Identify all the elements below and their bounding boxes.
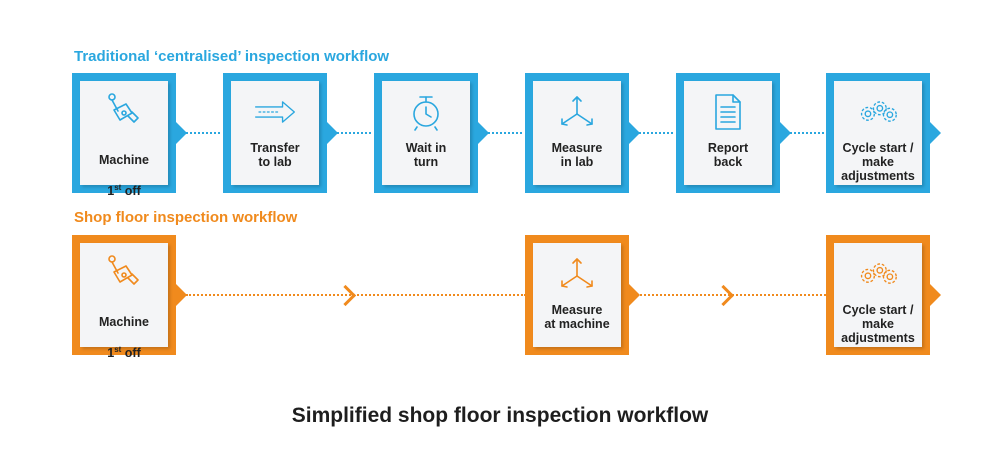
- step-label-line2-rest: off: [121, 184, 141, 199]
- connector: [337, 132, 371, 134]
- step-card: Transfer to lab: [231, 81, 319, 185]
- step-pointer: [629, 284, 640, 306]
- step-pointer: [176, 284, 187, 306]
- step-pointer: [176, 122, 187, 144]
- step-label: Measure in lab: [551, 141, 603, 169]
- shop-floor-step-machine-first-off: Machine 1st off: [72, 235, 187, 360]
- connector: [488, 132, 522, 134]
- step-pointer: [930, 122, 941, 144]
- step-card: Cycle start / make adjustments: [834, 243, 922, 347]
- connector: [640, 294, 826, 296]
- step-label: Report back: [707, 141, 749, 169]
- step-card: Wait in turn: [382, 81, 470, 185]
- robot-arm-icon: [103, 91, 145, 131]
- step-label: Machine 1st off: [99, 301, 149, 360]
- robot-arm-icon: [103, 253, 145, 293]
- connector: [186, 132, 220, 134]
- step-card: Measure in lab: [533, 81, 621, 185]
- step-pointer: [327, 122, 338, 144]
- step-label: Measure at machine: [544, 303, 610, 331]
- shop-floor-step-measure-at-machine: Measure at machine: [525, 235, 640, 355]
- traditional-step-measure-in-lab: Measure in lab: [525, 73, 640, 193]
- step-label-line1: Machine: [98, 153, 149, 167]
- traditional-step-cycle-start: Cycle start / make adjustments: [826, 73, 941, 193]
- step-pointer: [478, 122, 489, 144]
- step-label: Wait in turn: [405, 141, 447, 169]
- step-pointer: [780, 122, 791, 144]
- step-label: Machine 1st off: [99, 139, 149, 198]
- step-pointer: [629, 122, 640, 144]
- gears-icon: [857, 91, 899, 133]
- document-icon: [707, 91, 749, 133]
- ordinal-suffix: st: [114, 183, 122, 192]
- connector: [639, 132, 673, 134]
- step-label: Cycle start / make adjustments: [841, 141, 915, 183]
- traditional-step-report-back: Report back: [676, 73, 791, 193]
- diagram-title: Simplified shop floor inspection workflo…: [291, 404, 709, 427]
- traditional-step-machine-first-off: Machine 1st off: [72, 73, 187, 198]
- step-pointer: [930, 284, 941, 306]
- 3d-axes-icon: [556, 91, 598, 133]
- step-label: Cycle start / make adjustments: [841, 303, 915, 345]
- step-card: Report back: [684, 81, 772, 185]
- step-card: Machine 1st off: [80, 81, 168, 198]
- chevron-right-icon: [334, 284, 357, 307]
- traditional-workflow-title: Traditional ‘centralised’ inspection wor…: [74, 48, 390, 65]
- 3d-axes-icon: [556, 253, 598, 295]
- connector: [186, 294, 526, 296]
- step-label-line2-rest: off: [121, 346, 141, 361]
- arrow-right-icon: [254, 91, 296, 133]
- shop-floor-step-cycle-start: Cycle start / make adjustments: [826, 235, 941, 355]
- ordinal-suffix: st: [114, 345, 122, 354]
- step-label-line1: Machine: [98, 315, 149, 329]
- chevron-right-icon: [712, 284, 735, 307]
- traditional-step-wait-in-turn: Wait in turn: [374, 73, 489, 193]
- connector: [790, 132, 824, 134]
- traditional-step-transfer-to-lab: Transfer to lab: [223, 73, 338, 193]
- step-label-line2: 1: [107, 184, 115, 199]
- step-card: Measure at machine: [533, 243, 621, 347]
- step-label-line2: 1: [107, 346, 115, 361]
- step-label: Transfer to lab: [250, 141, 300, 169]
- gears-icon: [857, 253, 899, 295]
- shop-floor-workflow-title: Shop floor inspection workflow: [74, 209, 298, 226]
- step-card: Cycle start / make adjustments: [834, 81, 922, 185]
- step-card: Machine 1st off: [80, 243, 168, 360]
- alarm-clock-icon: [405, 91, 447, 133]
